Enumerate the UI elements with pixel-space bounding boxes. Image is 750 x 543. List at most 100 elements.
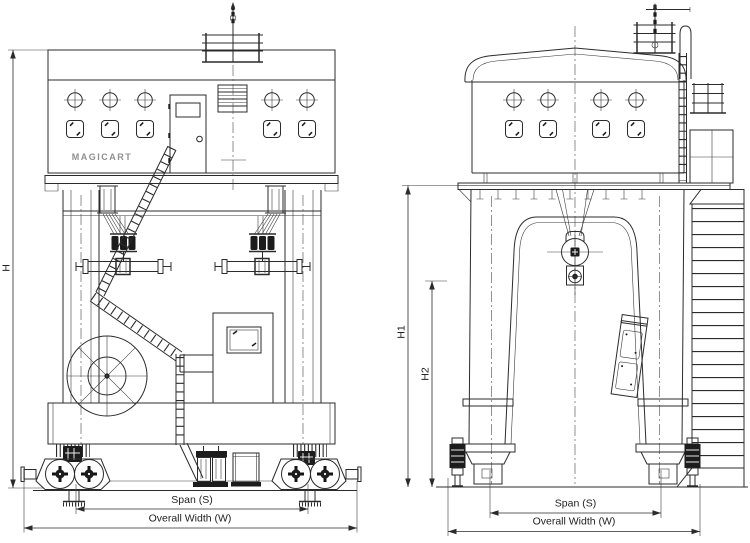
dim-arrow	[490, 510, 499, 516]
dim-arrow	[10, 479, 16, 488]
dim-arrow	[10, 50, 16, 59]
dim-arrow	[429, 281, 435, 290]
trolley-deck	[457, 182, 731, 203]
cab-window	[626, 119, 646, 139]
mast-tip	[230, 2, 236, 9]
porthole	[624, 88, 648, 112]
deck-hanger	[530, 189, 538, 200]
sheave-block-right	[249, 233, 276, 261]
front-elevation-view: H MAGICART	[1, 2, 362, 533]
equipment-box	[232, 452, 260, 483]
cab-window	[504, 119, 524, 139]
spreader-beam-left	[75, 257, 172, 276]
cab-window	[135, 119, 155, 139]
dimension-h2: H2	[420, 280, 447, 487]
hook-block	[547, 189, 603, 295]
stair-tower	[675, 189, 745, 488]
deck-hanger	[494, 189, 502, 200]
dim-arrow	[405, 478, 411, 487]
cab-window	[297, 119, 317, 139]
dimension-overall-width-side: Overall Width (W)	[447, 478, 701, 536]
crane-legs-front	[62, 190, 322, 445]
upper-stair-enclosure	[689, 129, 734, 184]
dimension-h1: H1	[396, 185, 459, 487]
dimension-h: H	[1, 49, 48, 489]
safety-hoop	[679, 25, 692, 79]
hoist-units	[97, 185, 286, 214]
ground-equipment	[193, 446, 261, 487]
dim-arrow	[405, 186, 411, 195]
deck-hanger	[602, 189, 610, 200]
mast-tick	[653, 12, 657, 17]
porthole	[502, 88, 526, 112]
porthole	[589, 88, 613, 112]
mast-tick	[231, 11, 235, 17]
mast-tick	[653, 19, 657, 25]
jack-pad	[304, 489, 316, 502]
machinery-house-front: MAGICART	[47, 8, 336, 190]
buffer-assembly-left	[449, 437, 466, 487]
dim-arrow	[76, 506, 85, 512]
dim-arrow	[24, 525, 33, 531]
vent-stack	[217, 84, 248, 113]
sill-beam	[47, 402, 336, 465]
dim-arrow	[691, 528, 700, 535]
end-truck	[473, 463, 503, 485]
span-label-front: Span (S)	[171, 494, 212, 506]
dim-arrow	[652, 510, 661, 516]
cab-window	[100, 119, 120, 139]
side-elevation-view: H1 H2	[396, 3, 748, 536]
dimension-overall-width-front: Overall Width (W)	[23, 481, 358, 533]
roof-platform-mast	[202, 2, 263, 63]
span-label-side: Span (S)	[555, 498, 596, 510]
deck-hanger	[476, 189, 484, 200]
dimension-span-side: Span (S)	[489, 470, 662, 518]
deck-hanger	[638, 189, 646, 200]
deck-hanger	[548, 189, 556, 200]
dimension-h2-label: H2	[420, 367, 432, 381]
overall-width-label-side: Overall Width (W)	[533, 516, 616, 528]
dimension-h1-label: H1	[396, 325, 408, 339]
dim-arrow	[448, 528, 457, 535]
cab-window	[65, 119, 85, 139]
deck-hanger	[584, 189, 592, 200]
brand-logo: MAGICART	[72, 152, 133, 162]
cab-window	[262, 119, 282, 139]
leg-flange	[637, 398, 689, 407]
deck-hanger	[620, 189, 628, 200]
dim-arrow	[429, 478, 435, 487]
porthole	[260, 88, 284, 112]
cable-reel	[66, 335, 148, 417]
mast-tick	[653, 28, 657, 34]
overall-width-label-front: Overall Width (W)	[149, 513, 232, 525]
deck-hanger	[566, 189, 574, 200]
cab-window	[591, 119, 611, 139]
machinery-house-side	[464, 47, 687, 183]
wheel-bogie-right	[271, 458, 362, 507]
buffer	[23, 469, 37, 480]
dimension-span-front: Span (S)	[75, 484, 309, 514]
dimension-h-label: H	[1, 264, 13, 272]
wheel-bogie-left	[20, 458, 111, 507]
side-balcony	[690, 83, 726, 114]
spreader-beam-right	[214, 257, 311, 276]
upper-deck	[44, 175, 339, 192]
porthole	[98, 88, 122, 112]
end-truck	[648, 463, 678, 485]
dim-arrow	[299, 506, 308, 512]
door	[168, 94, 207, 174]
porthole	[133, 88, 157, 112]
machinery-cabin	[179, 312, 274, 404]
stairway	[89, 145, 204, 482]
jack-pad	[68, 489, 80, 502]
portal-legs-side	[460, 189, 691, 485]
mast-tick	[231, 18, 235, 24]
hoist-cables	[102, 213, 281, 235]
porthole	[295, 88, 319, 112]
cab-window	[538, 119, 558, 139]
buffer	[345, 469, 359, 480]
deck-hanger	[512, 189, 520, 200]
access-ladder	[678, 53, 687, 183]
roof-platform-mast-side	[633, 3, 691, 54]
